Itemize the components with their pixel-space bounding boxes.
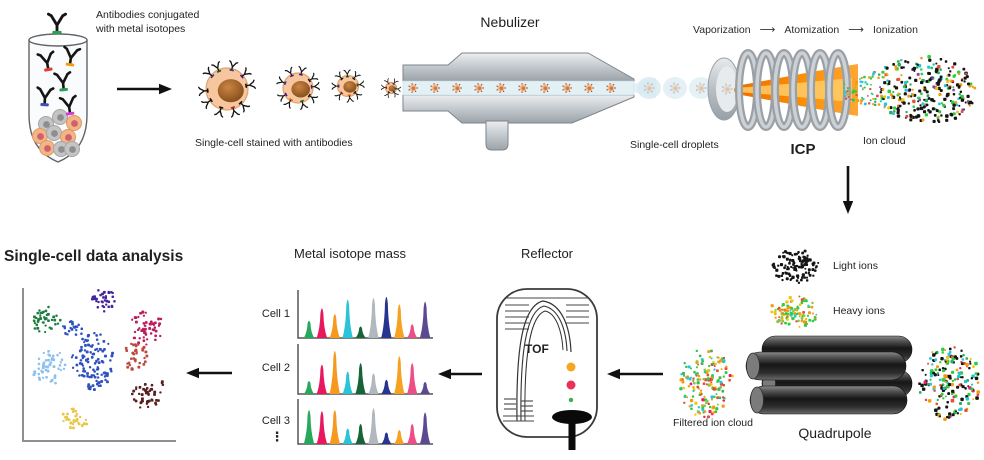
stained-cells-graphic (198, 60, 402, 118)
label-filtered-ion-cloud: Filtered ion cloud (673, 417, 753, 429)
icp-step-ionization: Ionization (873, 24, 918, 37)
reflector-graphic (496, 288, 598, 450)
label-cell-1: Cell 1 (261, 308, 290, 320)
label-stained-cells: Single-cell stained with antibodies (195, 137, 353, 149)
icp-step-atomization: Atomization (784, 24, 840, 37)
filtered-ion-cloud-graphic (679, 349, 734, 419)
arrow-reflector-to-spectra (438, 368, 482, 380)
more-cells-ellipsis: ⋮ (270, 429, 284, 444)
droplets-graphic (637, 77, 713, 99)
light-ions-cluster (771, 249, 820, 284)
label-antibody-conjugate: Antibodies conjugated with metal isotope… (96, 9, 200, 36)
quadrupole-input-cloud (918, 346, 981, 421)
right-arrow-icon: ⟶ (848, 24, 865, 36)
label-droplets: Single-cell droplets (630, 139, 719, 151)
icp-torch-graphic (707, 49, 890, 131)
arrow-ion-cloud-down (842, 166, 854, 214)
label-cell-3: Cell 3 (261, 415, 290, 427)
label-heavy-ions: Heavy ions (833, 305, 885, 317)
quadrupole-graphic (745, 335, 913, 415)
heavy-ions-cluster (770, 295, 818, 328)
arrow-filtered-to-reflector (607, 368, 663, 380)
label-nebulizer: Nebulizer (480, 14, 540, 30)
right-arrow-icon: ⟶ (759, 24, 776, 36)
label-reflector: Reflector (520, 246, 574, 261)
arrow-tube-to-cells (117, 83, 172, 95)
analysis-title: Single-cell data analysis (4, 248, 184, 265)
label-icp: ICP (790, 141, 816, 158)
label-ion-cloud: Ion cloud (863, 135, 906, 147)
ion-cloud-graphic (879, 54, 977, 124)
label-light-ions: Light ions (833, 260, 878, 272)
icp-process-steps: Vaporization ⟶ Atomization ⟶ Ionization (693, 23, 918, 38)
sample-tube-graphic (28, 12, 88, 163)
label-tof: TOF (525, 342, 549, 356)
label-quadrupole: Quadrupole (798, 425, 872, 441)
mass-spectra-graphic (297, 290, 433, 445)
spectra-title: Metal isotope mass (294, 246, 406, 261)
tsne-scatter-plot (22, 288, 176, 442)
label-cell-2: Cell 2 (261, 362, 290, 374)
nebulizer-graphic (402, 52, 656, 151)
arrow-spectra-to-analysis (186, 367, 232, 379)
icp-step-vaporization: Vaporization (693, 24, 751, 37)
